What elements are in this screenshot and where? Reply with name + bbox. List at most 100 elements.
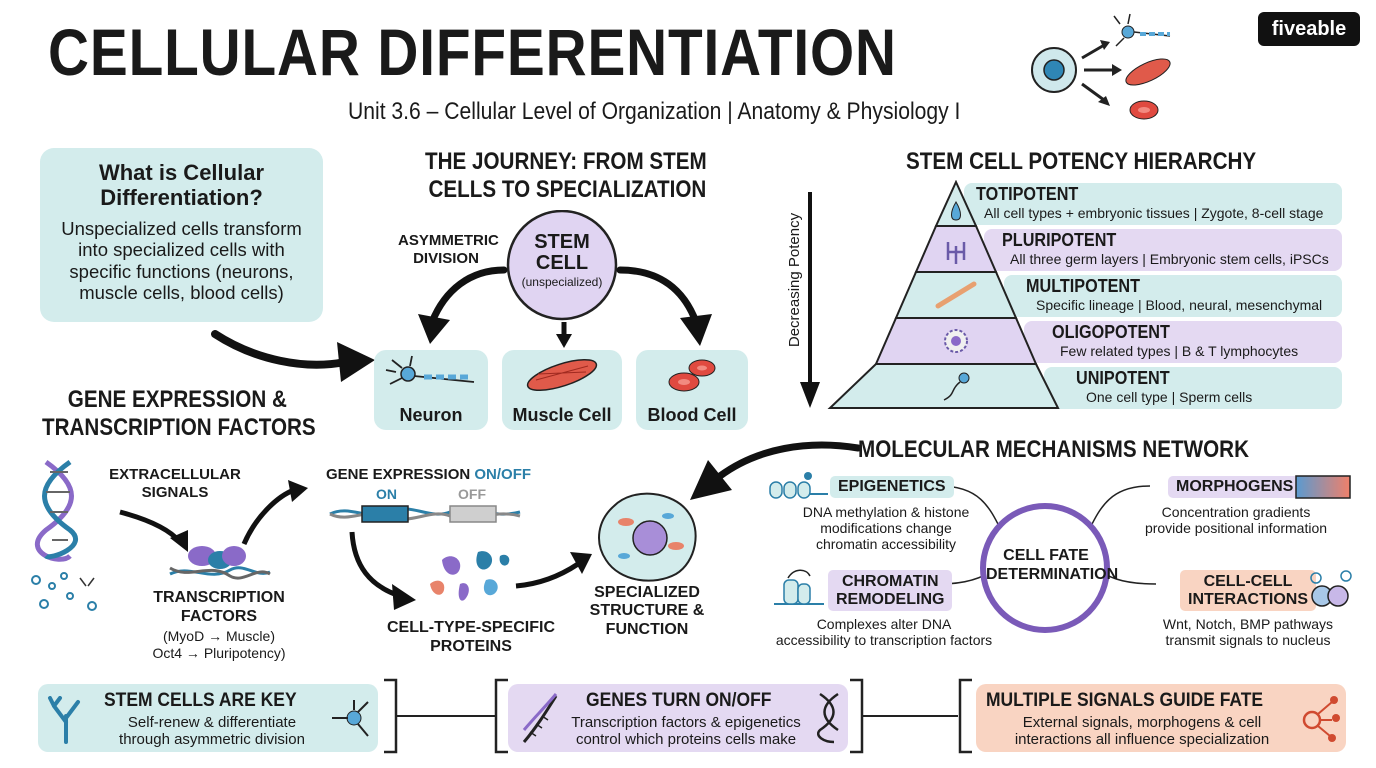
chromatin-line: accessibility to transcription factors [775, 632, 993, 649]
level-unipotent: UNIPOTENT One cell type | Sperm cells [1076, 368, 1252, 405]
epigenetics-line: DNA methylation & histone [802, 504, 970, 520]
gene-title: GENE EXPRESSION & TRANSCRIPTION FACTORS [42, 386, 316, 441]
network-icon [1302, 696, 1340, 742]
gene-pathway-illustration [31, 459, 592, 611]
cell-interaction-icon [1310, 570, 1352, 607]
what-is-title-line: Differentiation? [100, 185, 263, 211]
blood-cell-icon [668, 359, 716, 392]
gradient-icon [1295, 475, 1351, 499]
cell-cell-tag: CELL-CELL INTERACTIONS [1180, 570, 1316, 612]
takeaway-stem-cells: STEM CELLS ARE KEY Self-renew & differen… [38, 684, 378, 752]
epigenetics-description: DNA methylation & histone modifications … [786, 504, 986, 552]
decreasing-potency-label: Decreasing Potency [786, 212, 803, 348]
neuron-icon [385, 355, 475, 385]
histone-icon [769, 472, 828, 499]
chromatin-tag-line: REMODELING [836, 590, 945, 608]
stem-cell-line: CELL [535, 252, 589, 274]
asymmetric-division-label: ASYMMETRIC DIVISION [398, 232, 499, 268]
takeaway-text: External signals, morphogens & cell inte… [992, 714, 1292, 749]
muscle-cell-label: Muscle Cell [512, 405, 612, 425]
morphogens-description: Concentration gradients provide position… [1134, 504, 1338, 536]
level-band-totipotent [964, 183, 1342, 225]
tf-example: Oct4 → Pluripotency) [152, 645, 286, 662]
journey-title-line: CELLS TO SPECIALIZATION [428, 175, 707, 203]
takeaway-line: control which proteins cells make [575, 731, 797, 749]
network-to-cell-arrow [690, 441, 862, 500]
morphogens-tag: MORPHOGENS [1168, 476, 1302, 498]
takeaway-line: through asymmetric division [119, 731, 305, 749]
level-multipotent: MULTIPOTENT Specific lineage | Blood, ne… [1026, 276, 1322, 313]
specialized-structure-label: SPECIALIZED STRUCTURE & FUNCTION [586, 584, 708, 639]
journey-title-line: THE JOURNEY: FROM STEM [425, 148, 707, 175]
asym-line: DIVISION [413, 250, 479, 267]
tf-line: TRANSCRIPTION [153, 589, 285, 606]
what-is-line: specific functions (neurons, [69, 260, 294, 282]
chromatin-icon [774, 569, 824, 605]
takeaway-title: STEM CELLS ARE KEY [104, 690, 297, 711]
cell-cell-line: transmit signals to nucleus [1165, 632, 1331, 649]
cell-cell-tag-line: INTERACTIONS [1188, 590, 1308, 608]
stem-cell-node: STEM CELL (unspecialized) [510, 232, 614, 289]
takeaway-brackets [384, 678, 972, 754]
stem-cell-note: (unspecialized) [521, 275, 603, 289]
takeaway-title: MULTIPLE SIGNALS GUIDE FATE [986, 690, 1264, 711]
blood-cell-label: Blood Cell [647, 405, 737, 425]
neuron-card: Neuron [374, 350, 488, 430]
level-oligopotent: OLIGOPOTENT Few related types | B & T ly… [1052, 322, 1298, 359]
cell-fate-node: CELL FATE DETERMINATION [986, 546, 1118, 584]
chromatin-description: Complexes alter DNA accessibility to tra… [762, 616, 1006, 648]
level-desc: Specific lineage | Blood, neural, mesenc… [1036, 297, 1323, 313]
cell-cell-tag-line: CELL-CELL [1203, 573, 1293, 590]
tf-line: FACTORS [180, 608, 258, 626]
takeaway-line: interactions all influence specializatio… [1014, 731, 1270, 749]
journey-arrows [418, 210, 712, 348]
gene-onoff-title: GENE EXPRESSION ON/OFF [326, 466, 531, 483]
level-band-unipotent [1044, 367, 1342, 409]
extracellular-line: EXTRACELLULAR [109, 466, 241, 483]
level-name: OLIGOPOTENT [1052, 322, 1170, 342]
dna-vertical-icon [817, 692, 839, 744]
asym-line: ASYMMETRIC [398, 232, 499, 249]
level-band-oligopotent [1024, 321, 1342, 363]
epigenetics-tag: EPIGENETICS [830, 476, 954, 498]
level-name: TOTIPOTENT [976, 184, 1079, 204]
decreasing-potency-arrow [800, 192, 820, 408]
gene-title-line: GENE EXPRESSION & [67, 386, 287, 413]
gene-title-line: TRANSCRIPTION FACTORS [42, 413, 316, 441]
proteins-line: CELL-TYPE-SPECIFIC [386, 619, 555, 636]
stem-cell-line: STEM [534, 231, 590, 253]
takeaway-line: External signals, morphogens & cell [1022, 714, 1262, 731]
specialized-line: SPECIALIZED [594, 584, 700, 601]
level-band-pluripotent [984, 229, 1342, 271]
chromatin-tag: CHROMATIN REMODELING [828, 570, 953, 612]
chromatin-line: Complexes alter DNA [816, 616, 952, 632]
level-name: MULTIPOTENT [1026, 276, 1140, 296]
what-is-title: What is Cellular Differentiation? [40, 160, 323, 211]
page-subtitle: Unit 3.6 – Cellular Level of Organizatio… [348, 98, 961, 125]
level-band-multipotent [1004, 275, 1342, 317]
transcription-factors-label: TRANSCRIPTION FACTORS (MyoD → Muscle) Oc… [136, 588, 302, 662]
on-label: ON [376, 486, 397, 502]
page-title: CELLULAR DIFFERENTIATION [48, 15, 897, 89]
neuron-label: Neuron [399, 405, 463, 425]
dna-icon [522, 693, 558, 743]
cell-cell-description: Wnt, Notch, BMP pathways transmit signal… [1148, 616, 1348, 648]
extracellular-signals-label: EXTRACELLULAR SIGNALS [100, 466, 250, 502]
morphogens-line: Concentration gradients [1161, 504, 1311, 520]
neuron-small-icon [332, 700, 369, 737]
what-is-description: Unspecialized cells transform into speci… [40, 218, 323, 303]
what-is-title-line: What is Cellular [98, 160, 265, 185]
molecular-title: MOLECULAR MECHANISMS NETWORK [858, 436, 1249, 463]
chromatin-tag-line: CHROMATIN [841, 573, 939, 590]
header-differentiation-icon [1031, 13, 1171, 120]
level-desc: One cell type | Sperm cells [1086, 389, 1253, 405]
level-desc: All cell types + embryonic tissues | Zyg… [984, 205, 1324, 221]
cell-cell-line: Wnt, Notch, BMP pathways [1162, 616, 1334, 632]
potency-title: STEM CELL POTENCY HIERARCHY [906, 148, 1257, 175]
takeaway-title: GENES TURN ON/OFF [586, 690, 772, 711]
extracellular-line: SIGNALS [141, 484, 209, 501]
takeaway-signals: MULTIPLE SIGNALS GUIDE FATE External sig… [976, 684, 1346, 752]
epigenetics-line: modifications change [820, 520, 952, 537]
onoff-title-text: GENE EXPRESSION [326, 466, 471, 483]
off-label: OFF [458, 486, 486, 502]
